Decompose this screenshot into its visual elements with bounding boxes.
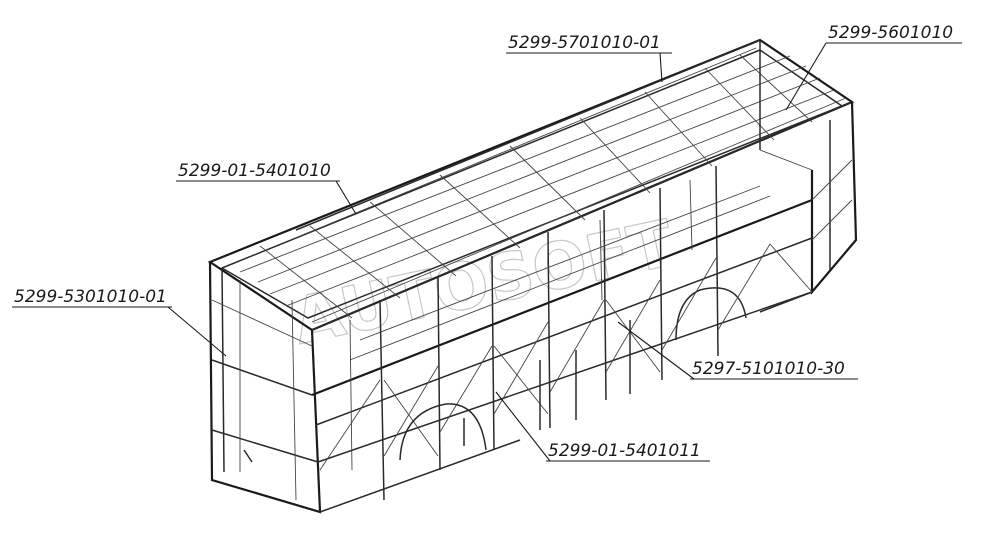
callout-roof-label: 5299-5701010-01 xyxy=(508,33,661,53)
callout-left-side-lower: 5299-01-5401011 xyxy=(495,391,710,462)
callout-left-side-upper: 5299-01-5401010 xyxy=(176,161,357,215)
callout-rear-wall-label: 5299-5601010 xyxy=(828,23,953,43)
callout-front-wall-label: 5299-5301010-01 xyxy=(14,287,167,307)
callout-roof: 5299-5701010-01 xyxy=(506,33,672,83)
callout-base: 5297-5101010-30 xyxy=(617,321,858,380)
callout-left-side-upper-label: 5299-01-5401010 xyxy=(178,161,331,181)
bus-frame-drawing xyxy=(207,38,858,514)
callout-rear-wall: 5299-5601010 xyxy=(785,23,962,111)
callout-front-wall: 5299-5301010-01 xyxy=(12,287,227,357)
callout-base-label: 5297-5101010-30 xyxy=(692,359,845,379)
callout-left-side-lower-label: 5299-01-5401011 xyxy=(548,441,701,461)
